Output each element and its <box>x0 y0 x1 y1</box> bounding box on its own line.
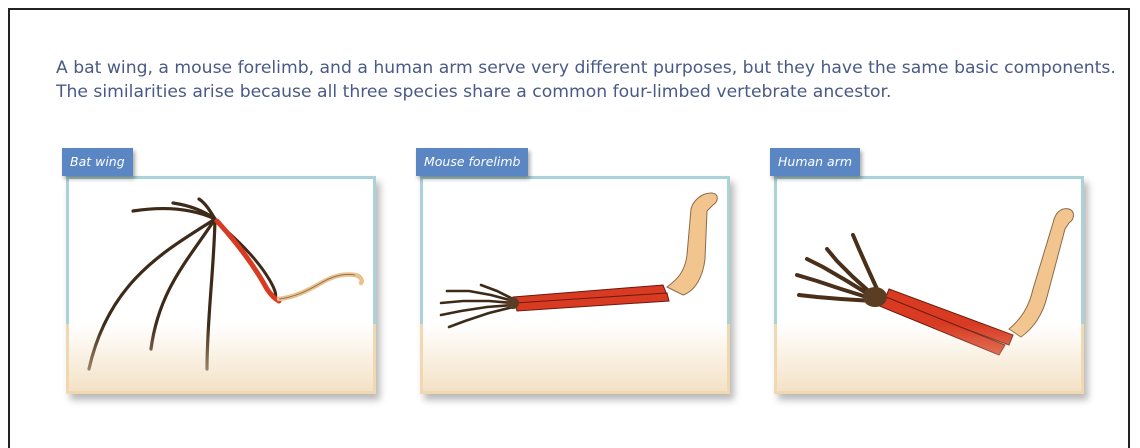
bat-wing-illustration <box>69 179 373 391</box>
figure-caption: A bat wing, a mouse forelimb, and a huma… <box>56 56 1116 104</box>
human-arm-illustration-frame <box>774 176 1084 394</box>
human-arm-label: Human arm <box>770 148 860 176</box>
mouse-forelimb-panel: Mouse forelimb <box>416 148 736 408</box>
bat-wing-illustration-frame <box>66 176 376 394</box>
mouse-forelimb-illustration-frame <box>420 176 730 394</box>
mouse-forelimb-label: Mouse forelimb <box>416 148 528 176</box>
bat-wing-label: Bat wing <box>62 148 133 176</box>
human-arm-panel: Human arm <box>770 148 1090 408</box>
bat-wing-panel: Bat wing <box>62 148 382 408</box>
mouse-forelimb-illustration <box>423 179 727 391</box>
human-arm-illustration <box>777 179 1081 391</box>
